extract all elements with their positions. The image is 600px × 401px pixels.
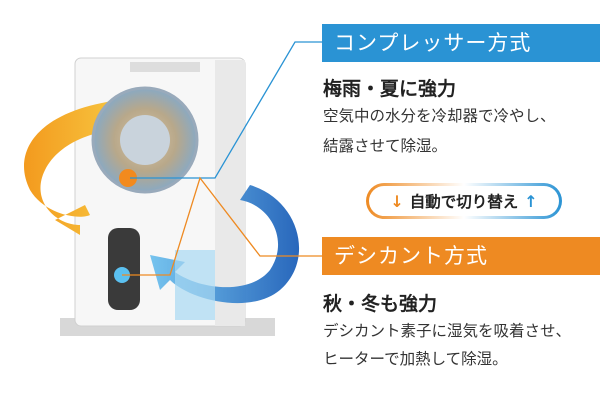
- desiccant-desc-line-1: デシカント素子に湿気を吸着させ、: [323, 322, 572, 340]
- compressor-method-label: コンプレッサー方式: [322, 24, 600, 62]
- orange-airflow-arrow: [24, 100, 120, 235]
- compressor-leader-line: [130, 41, 322, 179]
- compressor-desc-line-2: 結露させて除湿。: [323, 137, 448, 155]
- auto-switch-badge: ↓ 自動で切り替え ↑: [366, 183, 562, 219]
- desiccant-leader-line: [122, 176, 322, 276]
- desiccant-method-label: デシカント方式: [322, 237, 600, 275]
- orange-curved-arrow-icon: ↓: [390, 191, 404, 211]
- blue-curved-arrow-icon: ↑: [524, 191, 538, 211]
- desiccant-headline: 秋・冬も強力: [323, 293, 438, 315]
- control-panel: [130, 62, 200, 72]
- auto-switch-label: 自動で切り替え: [409, 193, 519, 211]
- compressor-desc-line-1: 空気中の水分を冷却器で冷やし、: [323, 107, 556, 125]
- compressor-headline: 梅雨・夏に強力: [323, 78, 457, 100]
- compressor-hotspot: [119, 169, 137, 187]
- desiccant-desc-line-2: ヒーターで加熱して除湿。: [323, 350, 508, 368]
- desiccant-unit: [175, 250, 215, 320]
